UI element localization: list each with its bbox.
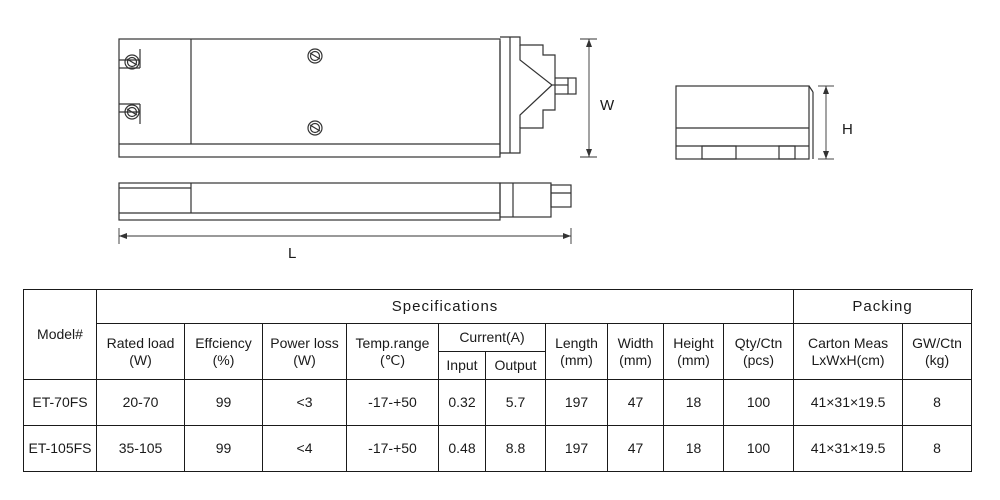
width-cell: 47 — [607, 425, 664, 472]
top-view — [118, 36, 577, 158]
side-view — [118, 182, 572, 221]
end-view — [675, 85, 814, 160]
length-cell: 197 — [545, 379, 608, 426]
dimension-label-w: W — [600, 97, 615, 114]
carton-meas-cell: 41×31×19.5 — [793, 425, 904, 472]
qty-ctn-cell: 100 — [722, 425, 795, 472]
temp-range-cell: -17-+50 — [346, 425, 439, 472]
dimension-label-l: L — [288, 245, 296, 262]
rated-load-cell: 35-105 — [96, 425, 185, 472]
table-row: ET-105FS 35-105 99 <4 -17-+50 0.48 8.8 1… — [23, 425, 973, 472]
output-cell: 5.7 — [485, 379, 546, 426]
efficiency-cell: 99 — [184, 425, 263, 472]
current-header: Current(A) — [438, 323, 546, 352]
screw-icon — [307, 120, 323, 136]
qty-ctn-cell: 100 — [722, 379, 795, 426]
screw-icon — [124, 54, 140, 70]
length-cell: 197 — [545, 425, 608, 472]
height-cell: 18 — [663, 379, 724, 426]
power-loss-cell: <3 — [262, 379, 347, 426]
rated-load-header: Rated load(W) — [96, 323, 185, 380]
power-loss-cell: <4 — [262, 425, 347, 472]
temp-range-header: Temp.range(℃) — [346, 323, 439, 380]
model-cell: ET-105FS — [23, 425, 97, 472]
length-header: Length(mm) — [545, 323, 608, 380]
gw-ctn-header: GW/Ctn(kg) — [902, 323, 973, 380]
specification-table: Model# Specifications Packing Rated load… — [23, 289, 973, 472]
efficiency-cell: 99 — [184, 379, 263, 426]
screw-icon — [124, 104, 140, 120]
dimension-lines — [118, 38, 834, 244]
height-header: Height(mm) — [663, 323, 724, 380]
packing-header: Packing — [793, 289, 973, 324]
model-header: Model# — [23, 289, 97, 380]
model-cell: ET-70FS — [23, 379, 97, 426]
screw-icon — [307, 48, 323, 64]
gw-ctn-cell: 8 — [902, 425, 973, 472]
output-cell: 8.8 — [485, 425, 546, 472]
carton-meas-cell: 41×31×19.5 — [793, 379, 904, 426]
table-row: ET-70FS 20-70 99 <3 -17-+50 0.32 5.7 197… — [23, 379, 973, 426]
input-cell: 0.32 — [438, 379, 486, 426]
efficiency-header: Effciency(%) — [184, 323, 263, 380]
rated-load-cell: 20-70 — [96, 379, 185, 426]
power-loss-header: Power loss(W) — [262, 323, 347, 380]
input-cell: 0.48 — [438, 425, 486, 472]
specifications-header: Specifications — [95, 289, 795, 324]
qty-ctn-header: Qty/Ctn(pcs) — [722, 323, 795, 380]
output-header: Output — [485, 351, 546, 380]
technical-drawing: W H L — [118, 36, 853, 262]
height-cell: 18 — [663, 425, 724, 472]
arrowheads — [119, 39, 829, 239]
width-cell: 47 — [607, 379, 664, 426]
input-header: Input — [438, 351, 486, 380]
width-header: Width(mm) — [607, 323, 664, 380]
dimension-label-h: H — [842, 121, 853, 138]
gw-ctn-cell: 8 — [902, 379, 973, 426]
temp-range-cell: -17-+50 — [346, 379, 439, 426]
